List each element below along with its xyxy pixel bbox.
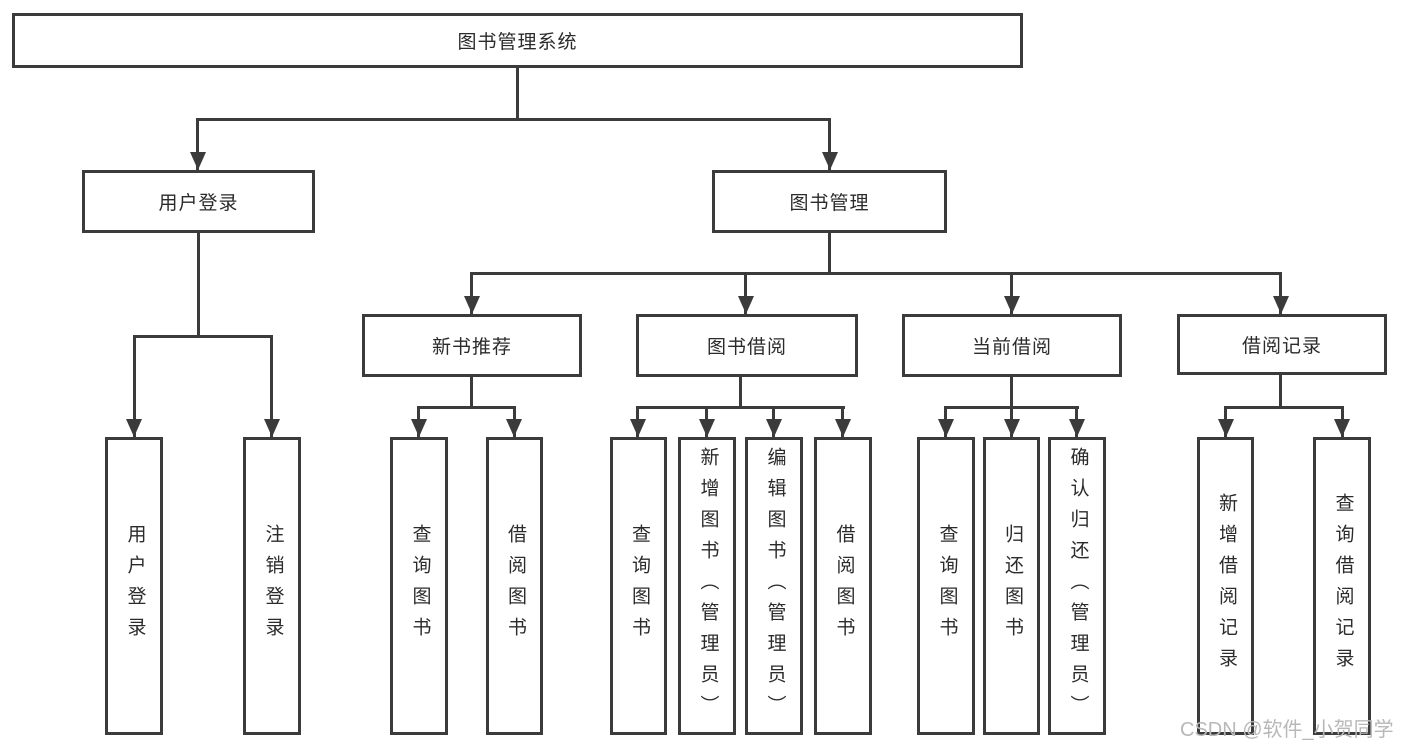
arrow-down-icon xyxy=(1069,419,1085,437)
connector-userlogin-branch-2 xyxy=(270,335,273,437)
node-leaf-br-add-record-label: 新增借阅记录 xyxy=(1215,493,1237,679)
connector-bookmgmt-branch-4 xyxy=(1279,272,1282,314)
connector-br-bar xyxy=(1224,406,1344,409)
connector-root-stem xyxy=(516,68,519,118)
connector-br-stem xyxy=(1279,375,1282,406)
node-leaf-cb-query-book-label: 查询图书 xyxy=(936,524,958,648)
connector-root-branch-left xyxy=(196,118,199,170)
node-leaf-bb-add-book-admin-label: 新增图书（管理员） xyxy=(697,446,719,726)
connector-root-bar xyxy=(196,118,831,121)
connector-bookmgmt-branch-3 xyxy=(1010,272,1013,314)
node-new-book-recommend: 新书推荐 xyxy=(362,314,582,377)
arrow-down-icon xyxy=(1218,419,1234,437)
connector-bookmgmt-stem xyxy=(828,233,831,272)
connector-userlogin-branch-1 xyxy=(133,335,136,437)
connector-bb-bar xyxy=(636,406,845,409)
node-leaf-bb-query-book-label: 查询图书 xyxy=(628,524,650,648)
node-leaf-bb-query-book: 查询图书 xyxy=(610,437,667,735)
arrow-down-icon xyxy=(766,419,782,437)
arrow-down-icon xyxy=(464,296,480,314)
connector-cb-stem xyxy=(1010,377,1013,406)
node-leaf-user-login: 用户登录 xyxy=(105,437,163,735)
arrow-down-icon xyxy=(835,419,851,437)
node-root: 图书管理系统 xyxy=(12,13,1023,68)
connector-bb-stem xyxy=(739,377,742,406)
arrow-down-icon xyxy=(1334,419,1350,437)
node-leaf-br-query-record-label: 查询借阅记录 xyxy=(1332,493,1354,679)
node-book-borrow: 图书借阅 xyxy=(636,314,858,377)
connector-bookmgmt-branch-2 xyxy=(744,272,747,314)
connector-userlogin-stem xyxy=(197,233,200,335)
node-book-management: 图书管理 xyxy=(712,170,947,233)
arrow-down-icon xyxy=(938,419,954,437)
arrow-down-icon xyxy=(1273,296,1289,314)
node-leaf-user-login-label: 用户登录 xyxy=(124,524,146,648)
node-leaf-cb-query-book: 查询图书 xyxy=(917,437,975,735)
connector-root-branch-right xyxy=(828,118,831,170)
node-current-borrow: 当前借阅 xyxy=(902,314,1122,377)
node-leaf-cb-confirm-return-admin: 确认归还（管理员） xyxy=(1048,437,1106,735)
node-leaf-nbr-query-book: 查询图书 xyxy=(390,437,448,735)
arrow-down-icon xyxy=(822,152,838,170)
connector-bookmgmt-branch-1 xyxy=(470,272,473,314)
node-borrow-record: 借阅记录 xyxy=(1177,314,1387,375)
node-leaf-nbr-borrow-book-label: 借阅图书 xyxy=(504,524,526,648)
arrow-down-icon xyxy=(1004,296,1020,314)
node-leaf-nbr-borrow-book: 借阅图书 xyxy=(486,437,543,735)
node-leaf-bb-borrow-book-label: 借阅图书 xyxy=(833,524,855,648)
node-leaf-bb-borrow-book: 借阅图书 xyxy=(814,437,872,735)
node-leaf-nbr-query-book-label: 查询图书 xyxy=(409,524,431,648)
arrow-down-icon xyxy=(630,419,646,437)
node-leaf-logout: 注销登录 xyxy=(243,437,301,735)
arrow-down-icon xyxy=(738,296,754,314)
node-leaf-bb-edit-book-admin: 编辑图书（管理员） xyxy=(745,437,803,735)
connector-nbr-bar xyxy=(417,406,516,409)
csdn-watermark: CSDN @软件_小贺同学 xyxy=(1180,719,1394,741)
node-leaf-bb-edit-book-admin-label: 编辑图书（管理员） xyxy=(764,446,786,726)
node-leaf-bb-add-book-admin: 新增图书（管理员） xyxy=(678,437,736,735)
arrow-down-icon xyxy=(126,419,142,437)
arrow-down-icon xyxy=(1004,419,1020,437)
arrow-down-icon xyxy=(190,152,206,170)
connector-nbr-stem xyxy=(470,377,473,406)
node-leaf-cb-return-book-label: 归还图书 xyxy=(1001,524,1023,648)
node-leaf-cb-confirm-return-admin-label: 确认归还（管理员） xyxy=(1067,446,1089,726)
connector-bookmgmt-bar xyxy=(470,272,1282,275)
arrow-down-icon xyxy=(699,419,715,437)
node-leaf-cb-return-book: 归还图书 xyxy=(983,437,1040,735)
node-leaf-br-add-record: 新增借阅记录 xyxy=(1197,437,1254,735)
connector-userlogin-bar xyxy=(133,335,273,338)
node-leaf-logout-label: 注销登录 xyxy=(262,524,284,648)
node-user-login: 用户登录 xyxy=(82,170,315,233)
arrow-down-icon xyxy=(411,419,427,437)
node-leaf-br-query-record: 查询借阅记录 xyxy=(1313,437,1371,735)
arrow-down-icon xyxy=(506,419,522,437)
arrow-down-icon xyxy=(264,419,280,437)
